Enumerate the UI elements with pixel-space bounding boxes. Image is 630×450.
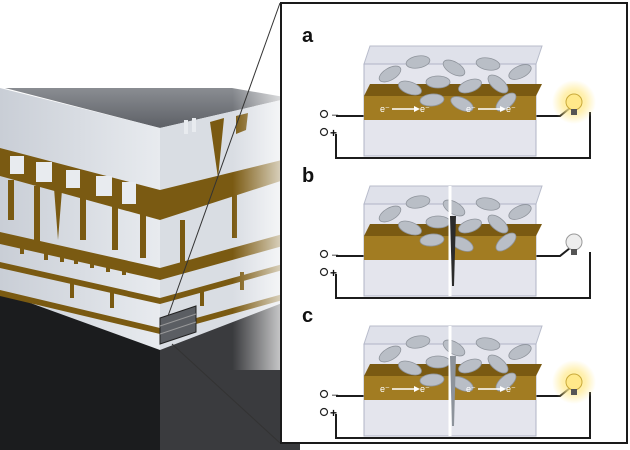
crack-line xyxy=(450,216,456,286)
electron-arrow-head xyxy=(500,386,506,392)
microcapsule xyxy=(508,204,532,220)
panel-letter-b: b xyxy=(302,165,314,187)
panel-a: a – + e⁻ e⁻ e⁻ e⁻ xyxy=(302,25,596,159)
zoom-line-bottom xyxy=(171,343,281,444)
chip-traces-front xyxy=(0,148,160,334)
light-bulb-icon xyxy=(565,93,583,111)
bulb-base xyxy=(571,389,577,395)
light-bulb-icon xyxy=(565,233,583,251)
microcapsule xyxy=(508,64,532,80)
microcapsule xyxy=(378,345,402,363)
terminal-negative xyxy=(319,249,329,259)
microcapsule xyxy=(405,195,431,209)
gold-film-front xyxy=(364,96,536,120)
microcapsule xyxy=(419,233,445,247)
crack-line xyxy=(450,356,456,426)
electron-label: e⁻ xyxy=(506,104,516,114)
microcapsule xyxy=(405,335,431,349)
microcapsule xyxy=(495,92,517,112)
electron-label: e⁻ xyxy=(380,104,390,114)
bulb-base xyxy=(571,249,577,255)
electron-label: e⁻ xyxy=(466,104,476,114)
light-bulb-icon xyxy=(565,373,583,391)
microcapsule xyxy=(475,57,501,71)
electron-arrow-head xyxy=(414,386,420,392)
terminal-negative-label: – xyxy=(332,109,339,121)
microcapsule xyxy=(425,355,451,369)
microcapsule xyxy=(487,214,509,234)
microcapsule xyxy=(508,344,532,360)
chip-illustration xyxy=(0,80,300,450)
electron-label: e⁻ xyxy=(506,384,516,394)
microcapsule xyxy=(450,96,474,112)
microcapsule xyxy=(425,215,451,229)
microcapsule xyxy=(487,74,509,94)
electron-label: e⁻ xyxy=(420,384,430,394)
terminal-positive xyxy=(319,267,329,277)
panel-b: b – + xyxy=(302,165,591,299)
terminal-negative-label: – xyxy=(332,249,339,261)
microcapsule xyxy=(378,65,402,83)
microcapsule xyxy=(378,205,402,223)
panel-group: a – + e⁻ e⁻ e⁻ e⁻ b – + c – + e⁻ e⁻ e⁻ e⁻ xyxy=(302,25,596,439)
terminal-negative-label: – xyxy=(332,389,339,401)
circuit-wire-bottom xyxy=(335,252,591,299)
bulb-base xyxy=(571,109,577,115)
microcapsule xyxy=(405,55,431,69)
circuit-wire-bottom xyxy=(335,112,591,159)
electron-label: e⁻ xyxy=(380,384,390,394)
electron-arrow-head xyxy=(414,106,420,112)
terminal-positive xyxy=(319,127,329,137)
microcapsule xyxy=(495,232,517,252)
terminal-negative xyxy=(319,109,329,119)
microcapsule xyxy=(475,337,501,351)
microcapsule xyxy=(487,354,509,374)
zoom-line-top xyxy=(167,2,281,317)
terminal-positive-label: + xyxy=(330,266,337,280)
terminal-positive xyxy=(319,407,329,417)
microcapsule xyxy=(398,220,422,236)
microcapsule xyxy=(398,80,422,96)
microcapsule xyxy=(495,372,517,392)
microcapsule xyxy=(475,197,501,211)
microcapsule xyxy=(419,373,445,387)
circuit-wire-bottom xyxy=(335,392,591,439)
microcapsule xyxy=(458,358,482,374)
panel-letter-c: c xyxy=(302,305,313,327)
terminal-positive-label: + xyxy=(330,126,337,140)
panel-c: c – + e⁻ e⁻ e⁻ e⁻ xyxy=(302,305,596,439)
microcapsule xyxy=(442,59,466,77)
microcapsule xyxy=(425,75,451,89)
microcapsule xyxy=(458,78,482,94)
panel-letter-a: a xyxy=(302,25,314,47)
electron-label: e⁻ xyxy=(420,104,430,114)
terminal-negative xyxy=(319,389,329,399)
microcapsule xyxy=(398,360,422,376)
microcapsule xyxy=(419,93,445,107)
microcapsule xyxy=(458,218,482,234)
electron-arrow-head xyxy=(500,106,506,112)
terminal-positive-label: + xyxy=(330,406,337,420)
electron-label: e⁻ xyxy=(466,384,476,394)
chip-fade xyxy=(150,80,300,370)
